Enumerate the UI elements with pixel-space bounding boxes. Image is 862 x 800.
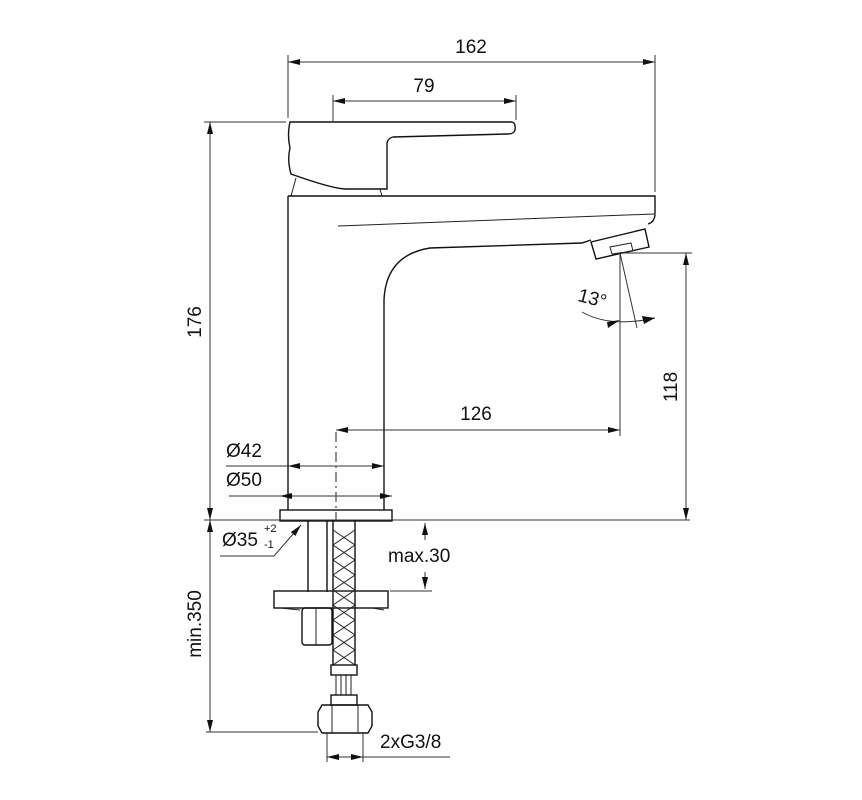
svg-text:max.30: max.30 [388, 546, 450, 567]
dim-max-deck-thickness: max.30 [388, 523, 450, 592]
dim-connection: 2xG3/8 [326, 732, 450, 762]
faucet-body [279, 195, 656, 522]
svg-text:13°: 13° [576, 285, 609, 313]
dim-hole-diameter: Ø35 +2 -1 [220, 523, 302, 557]
aerator [590, 228, 650, 260]
svg-text:Ø42: Ø42 [226, 441, 262, 462]
dim-base-diameter: Ø50 [226, 470, 392, 499]
faucet-handle [287, 121, 516, 197]
svg-text:Ø50: Ø50 [226, 470, 262, 491]
dim-spout-height: 118 [622, 252, 692, 520]
svg-text:162: 162 [455, 37, 487, 58]
dim-overall-width: 162 [287, 37, 656, 192]
svg-text:2xG3/8: 2xG3/8 [380, 732, 441, 753]
dim-spray-angle: 13° [576, 252, 656, 329]
mounting-kit [273, 521, 389, 646]
dim-handle-length: 79 [332, 76, 517, 122]
dim-overall-height: 176 [185, 121, 690, 521]
svg-text:176: 176 [185, 306, 206, 338]
dim-body-diameter: Ø42 [226, 441, 384, 469]
supply-hose [317, 521, 373, 734]
svg-text:-1: -1 [264, 539, 274, 551]
svg-text:min.350: min.350 [185, 590, 206, 658]
svg-text:126: 126 [460, 404, 492, 425]
svg-text:+2: +2 [264, 523, 277, 535]
svg-text:79: 79 [413, 76, 434, 97]
dim-spout-reach: 126 [336, 253, 621, 436]
base-plate [279, 509, 393, 522]
svg-text:118: 118 [661, 372, 682, 402]
svg-text:Ø35: Ø35 [222, 530, 258, 551]
dim-hose-length: min.350 [185, 520, 318, 733]
